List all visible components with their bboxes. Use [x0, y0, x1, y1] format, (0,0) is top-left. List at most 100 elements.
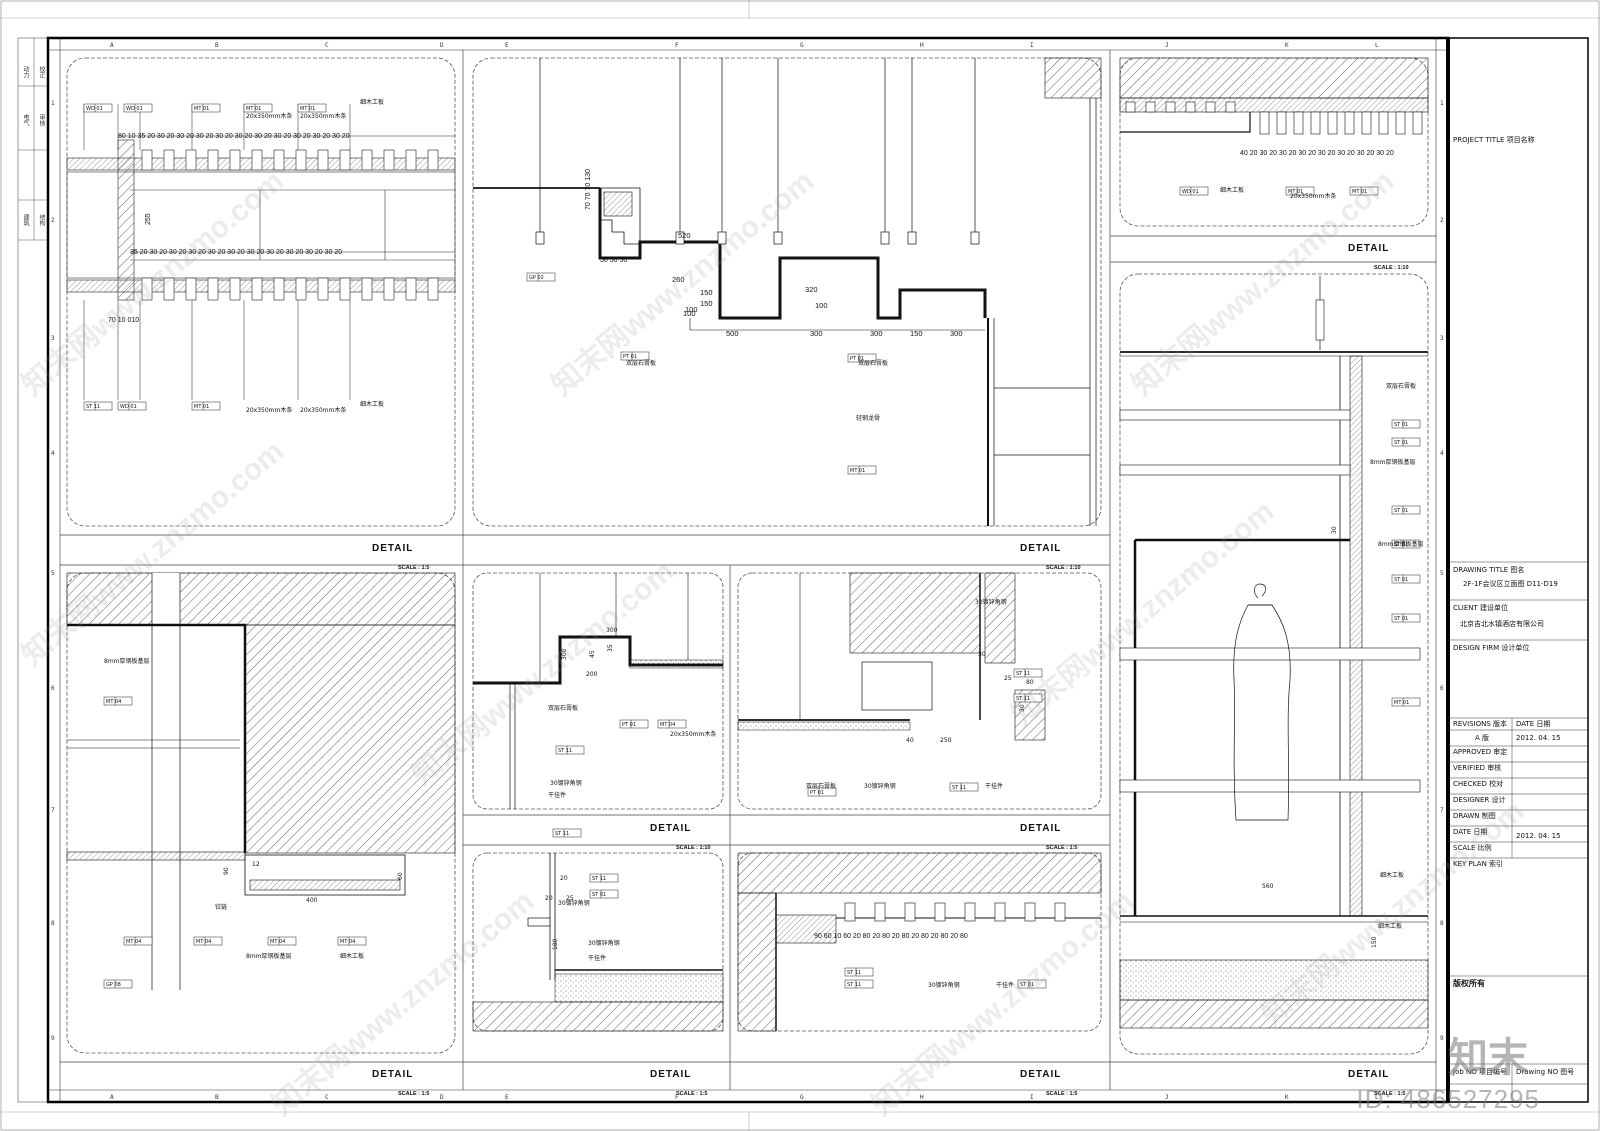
- d16-label-4: 30镀锌角钢: [558, 899, 590, 907]
- slat: [904, 902, 916, 922]
- copyright-label: 版权所有: [1453, 979, 1485, 988]
- material-tag-code: PT 01: [622, 722, 636, 728]
- viewport-d16: [472, 572, 724, 810]
- slat: [405, 149, 417, 171]
- slat: [185, 277, 197, 301]
- d18-dim-4: 30: [978, 651, 986, 658]
- material-tag: ST 11: [1013, 668, 1043, 678]
- d16-label-0: 双层石膏板: [548, 704, 578, 712]
- revision-date: 2012. 04. 15: [1516, 734, 1561, 742]
- material-tag-code: PT 01: [623, 354, 637, 360]
- slat: [383, 149, 395, 171]
- slat: [1165, 101, 1176, 113]
- grid-col-top-K: K: [1285, 42, 1289, 49]
- material-tag-code: ST 11: [847, 970, 861, 976]
- d12-dim-3: 150: [910, 329, 923, 338]
- material-tag: PT 01: [619, 719, 649, 729]
- detail-d13-drawing: [1119, 57, 1429, 135]
- material-tag: PT 01: [847, 353, 877, 363]
- slat: [317, 277, 329, 301]
- slat: [251, 277, 263, 301]
- material-tag: MT 04: [123, 936, 153, 946]
- d12-dim-5: 150: [700, 288, 713, 297]
- grid-col-top-J: J: [1165, 42, 1169, 49]
- grid-col-bottom-J: J: [1165, 1094, 1169, 1101]
- d16-dim-1: 300: [561, 648, 568, 660]
- slat: [295, 277, 307, 301]
- d14-dim-2: 12: [252, 861, 260, 868]
- grid-row-left-8: 8: [51, 920, 55, 927]
- grid-row-right-8: 8: [1440, 920, 1444, 927]
- d11-bottom-label-1: 20x350mm木条: [300, 406, 346, 414]
- material-tag: ST 11: [844, 979, 874, 989]
- d13-label-0: 细木工板: [1220, 186, 1244, 194]
- grid-row-left-9: 9: [51, 1035, 55, 1042]
- viewport-d18: [737, 572, 1102, 810]
- material-tag-code: MT 01: [300, 106, 315, 112]
- slat: [1310, 111, 1321, 135]
- grid-row-left-4: 4: [51, 450, 55, 457]
- grid-col-top-D: D: [440, 42, 444, 49]
- material-tag: MT 01: [243, 103, 273, 113]
- job-no-label: Job NO 项目编号: [1453, 1068, 1507, 1076]
- material-tag: ST 11: [589, 873, 619, 883]
- slat: [207, 277, 219, 301]
- d13-dims: 40 20 30 20 30 20 30 20 30 20 30 20 30 2…: [1240, 150, 1394, 157]
- slat: [1276, 111, 1287, 135]
- d12-dim-2: 300: [870, 329, 883, 338]
- material-tag: ST 01: [1391, 505, 1421, 515]
- material-tag: PT 01: [807, 787, 837, 797]
- material-tag-code: ST 11: [1016, 671, 1030, 677]
- material-tag-code: PT 01: [810, 790, 824, 796]
- slat: [251, 149, 263, 171]
- d15-dim-0: 560: [1262, 883, 1274, 890]
- grid-row-right-5: 5: [1440, 570, 1444, 577]
- strip-label-5: 建筑: [22, 214, 29, 226]
- slat: [273, 277, 285, 301]
- grid-row-left-1: 1: [51, 100, 55, 107]
- slat: [1024, 902, 1036, 922]
- d16-dim-4: 35: [607, 644, 614, 652]
- material-tag-code: ST 11: [847, 982, 861, 988]
- d11-bottom-label-2: 细木工板: [360, 400, 384, 408]
- grid-row-right-4: 4: [1440, 450, 1444, 457]
- detail-d11-drawing: [66, 104, 456, 400]
- d17-dim-1: 25: [566, 895, 574, 902]
- material-tag-code: MT 04: [126, 939, 141, 945]
- d12-dim-4: 300: [950, 329, 963, 338]
- grid-col-top-B: B: [215, 42, 219, 49]
- slat: [1378, 111, 1389, 135]
- slat: [163, 149, 175, 171]
- d12-dim-0: 500: [726, 329, 739, 338]
- material-tag: MT 04: [193, 936, 223, 946]
- d13-label-1: 20x350mm木条: [1290, 192, 1336, 200]
- slat: [383, 277, 395, 301]
- slat: [844, 902, 856, 922]
- material-tag-code: ST 11: [558, 748, 572, 754]
- grid-row-left-3: 3: [51, 335, 55, 342]
- hanger-clip: [675, 231, 685, 245]
- material-tag: WD 01: [83, 103, 113, 113]
- grid-col-top-I: I: [1030, 42, 1034, 49]
- client-label: CLIENT 建设单位: [1453, 604, 1509, 612]
- material-tag-code: ST 11: [1016, 696, 1030, 702]
- project-title-label: PROJECT TITLE 项目名称: [1453, 136, 1535, 144]
- slat: [295, 149, 307, 171]
- grid-col-top-A: A: [110, 42, 114, 49]
- d15-label-4: 细木工板: [1378, 922, 1402, 930]
- material-tag-code: ST 01: [592, 892, 606, 898]
- d12-dim-12: 150: [700, 299, 713, 308]
- revisions-label: REVISIONS 版本: [1453, 720, 1508, 728]
- d14-label-1: 铰链: [215, 903, 227, 911]
- client-value: 北京吉北水镇酒店有限公司: [1460, 620, 1544, 628]
- drawing-no-label: Drawing NO 图号: [1516, 1068, 1575, 1076]
- material-tag-code: MT 01: [1352, 189, 1367, 195]
- material-tag: ST 01: [589, 889, 619, 899]
- slat: [874, 902, 886, 922]
- d12-dim-7: 520: [678, 231, 691, 240]
- slat: [141, 277, 153, 301]
- material-tag: MT 01: [297, 103, 327, 113]
